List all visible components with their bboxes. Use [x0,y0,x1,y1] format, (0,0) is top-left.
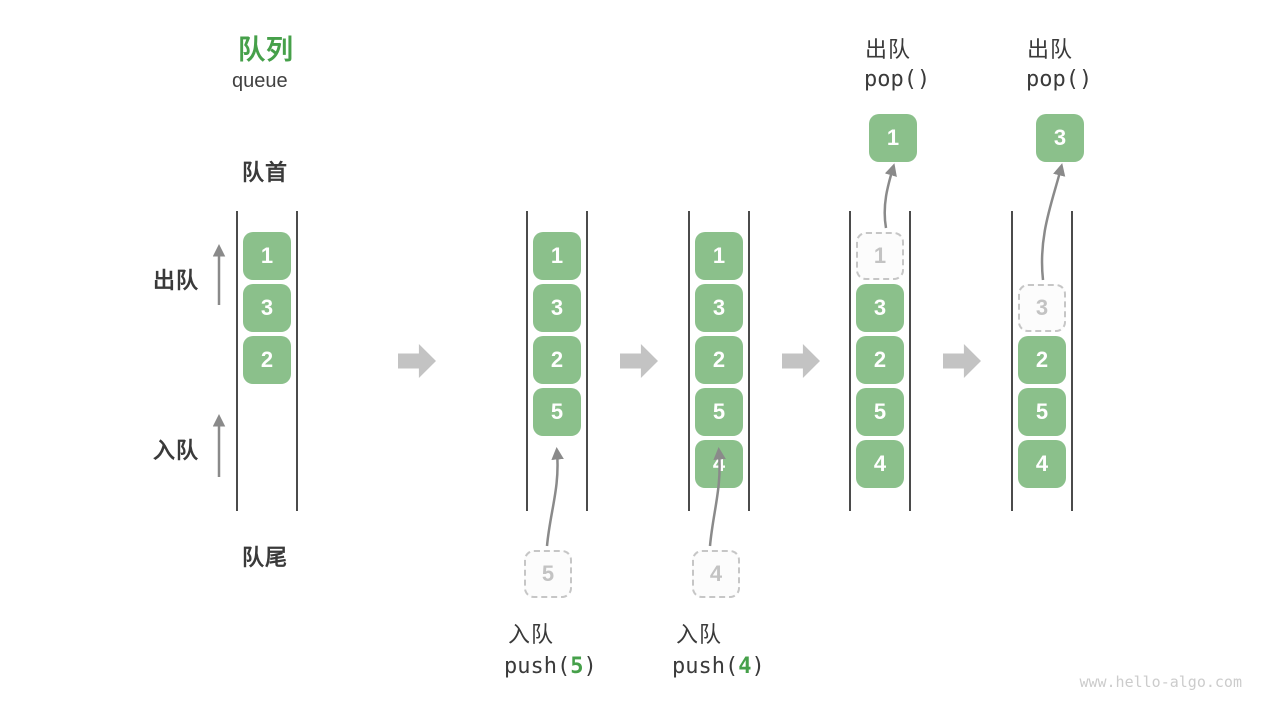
queue-rails [1011,211,1073,511]
queue-rails [236,211,298,511]
queue-item: 2 [533,336,581,384]
dequeue-side-label: 出队 [153,268,200,293]
code-open: push( [504,654,571,679]
enqueue-side-label: 入队 [153,438,200,463]
queue-state-5: 3 2 5 4 [1011,0,1073,720]
queue-item: 4 [1018,440,1066,488]
flow-arrow-icon [398,344,436,378]
queue-item: 2 [856,336,904,384]
incoming-item: 5 [524,550,572,598]
queue-rails [688,211,750,511]
popped-item: 3 [1036,114,1084,162]
queue-rails [849,211,911,511]
incoming-item: 4 [692,550,740,598]
queue-item: 5 [1018,388,1066,436]
queue-state-2: 1 3 2 5 [526,0,588,720]
queue-rails [526,211,588,511]
popped-item: 1 [869,114,917,162]
queue-item: 2 [243,336,291,384]
pop2-label: 出队 [1027,37,1074,62]
queue-front-label: 队首 [242,160,289,185]
queue-item: 2 [695,336,743,384]
flow-arrow-icon [943,344,981,378]
dequeue-arrow-icon [1040,163,1066,281]
code-close: ) [751,654,765,679]
queue-item: 3 [533,284,581,332]
queue-item: 3 [695,284,743,332]
page-title: 队列 [238,35,294,65]
queue-item: 3 [856,284,904,332]
code-open: push( [672,654,739,679]
push1-code: push(5) [504,654,597,679]
queue-item: 5 [856,388,904,436]
pop1-code: pop() [864,67,931,92]
code-arg: 4 [738,654,752,679]
queue-item: 5 [533,388,581,436]
code-arg: 5 [570,654,584,679]
push1-label: 入队 [508,622,555,647]
queue-item: 1 [243,232,291,280]
queue-state-3: 1 3 2 5 4 [688,0,750,720]
queue-item: 4 [856,440,904,488]
watermark: www.hello-algo.com [1079,673,1242,691]
push2-label: 入队 [676,622,723,647]
queue-item: 1 [695,232,743,280]
flow-arrow-icon [782,344,820,378]
code-close: ) [583,654,597,679]
push2-code: push(4) [672,654,765,679]
queue-state-4: 1 3 2 5 4 [849,0,911,720]
enqueue-arrow-icon [708,447,726,547]
queue-item: 3 [243,284,291,332]
queue-state-1: 1 3 2 [236,0,298,720]
pop1-label: 出队 [865,37,912,62]
queue-item: 2 [1018,336,1066,384]
dequeue-arrow-icon [883,163,897,229]
dequeued-slot: 1 [856,232,904,280]
dequeued-slot: 3 [1018,284,1066,332]
queue-rear-label: 队尾 [242,545,289,570]
enqueue-direction-arrow-icon [212,414,226,477]
pop2-code: pop() [1026,67,1093,92]
page-subtitle: queue [232,70,288,92]
enqueue-arrow-icon [545,447,564,547]
queue-item: 1 [533,232,581,280]
dequeue-direction-arrow-icon [212,244,226,305]
flow-arrow-icon [620,344,658,378]
queue-item: 5 [695,388,743,436]
